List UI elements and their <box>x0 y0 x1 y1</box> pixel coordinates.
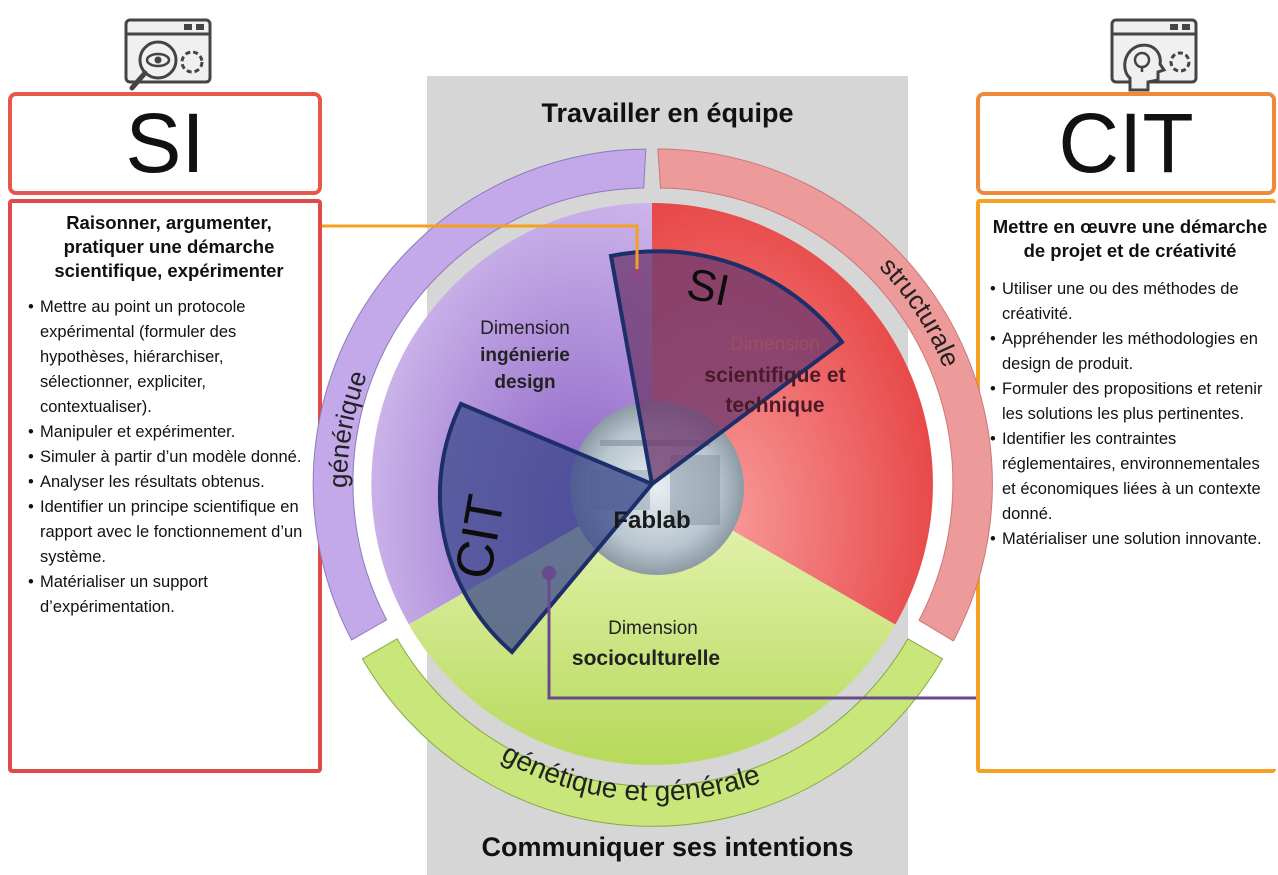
cit-content-box: Mettre en œuvre une démarche de projet e… <box>976 199 1276 773</box>
list-item: Matérialiser une solution innovante. <box>990 527 1272 552</box>
dim-design-line1: Dimension <box>480 318 570 339</box>
list-item: Manipuler et expérimenter. <box>28 420 310 445</box>
si-title-box: SI <box>8 92 322 195</box>
list-item: Utiliser une ou des méthodes de créativi… <box>990 277 1272 327</box>
si-content-box: Raisonner, argumenter, pratiquer une dém… <box>8 199 322 773</box>
dim-design-line3: design <box>494 372 555 393</box>
browser-eye-gear-icon <box>122 14 217 101</box>
sector-socioculturelle <box>408 484 896 765</box>
band-bottom-title: Communiquer ses intentions <box>481 832 854 862</box>
band-top-title: Travailler en équipe <box>541 98 794 128</box>
si-bullet-list: Mettre au point un protocole expérimenta… <box>12 295 318 620</box>
dim-socio-line2: socioculturelle <box>572 647 720 670</box>
dim-sci-line2: scientifique et <box>704 364 845 387</box>
dim-design-line2: ingénierie <box>480 345 570 366</box>
list-item: Formuler des propositions et retenir les… <box>990 377 1272 427</box>
cit-title: CIT <box>1058 96 1194 190</box>
dim-sci-line3: technique <box>725 394 824 417</box>
list-item: Appréhender les méthodologies en design … <box>990 327 1272 377</box>
arc-generique <box>312 148 647 641</box>
si-connector-dot <box>630 269 644 283</box>
si-title: SI <box>125 96 205 190</box>
cit-connector-dot <box>542 566 556 580</box>
list-item: Identifier les contraintes réglementaire… <box>990 427 1272 527</box>
browser-head-lightbulb-icon <box>1108 14 1203 101</box>
wedge-si-label: SI <box>683 259 734 316</box>
arc-structurale <box>657 148 993 642</box>
cit-heading: Mettre en œuvre une démarche de projet e… <box>992 216 1268 261</box>
list-item: Analyser les résultats obtenus. <box>28 470 310 495</box>
fablab-label: Fablab <box>613 507 690 534</box>
list-item: Mettre au point un protocole expérimenta… <box>28 295 310 420</box>
list-item: Identifier un principe scientifique en r… <box>28 495 310 570</box>
list-item: Matérialiser un support d’expérimentatio… <box>28 570 310 620</box>
cit-title-box: CIT <box>976 92 1276 195</box>
si-connector-line <box>322 224 639 272</box>
si-heading: Raisonner, argumenter, pratiquer une dém… <box>54 212 284 281</box>
wedge-cit <box>437 401 656 655</box>
cit-connector-line <box>547 573 976 700</box>
dim-socio-line1: Dimension <box>608 618 698 639</box>
wedge-cit-label: CIT <box>444 491 516 584</box>
list-item: Simuler à partir d’un modèle donné. <box>28 445 310 470</box>
dim-sci-line1: Dimension <box>730 334 820 355</box>
cit-bullet-list: Utiliser une ou des méthodes de créativi… <box>980 277 1276 552</box>
arc-genetique <box>361 638 944 827</box>
